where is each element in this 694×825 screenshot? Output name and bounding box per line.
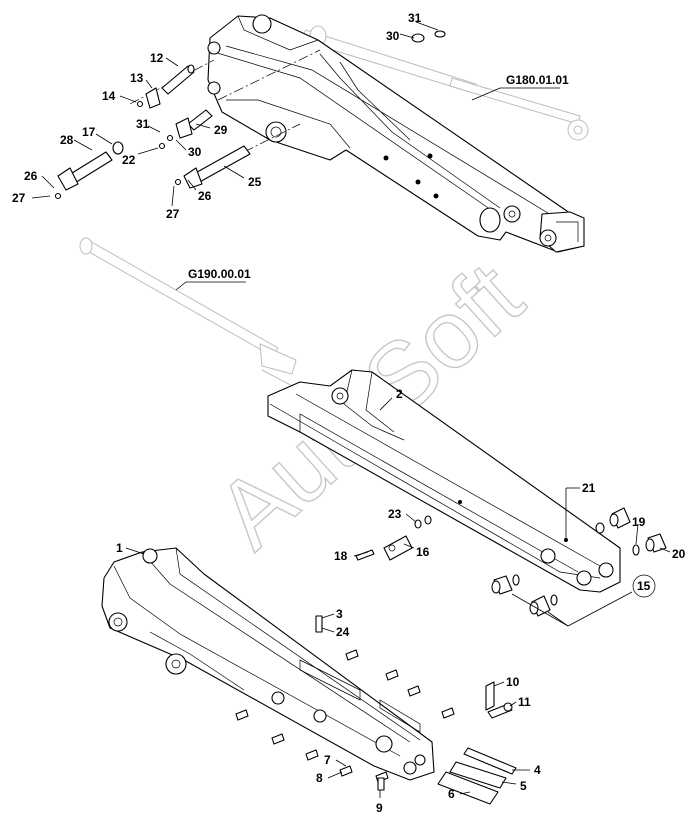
label-16: 16 xyxy=(416,545,430,559)
pin-28 xyxy=(57,151,113,191)
bottom-boom xyxy=(101,547,435,781)
small-washers-top xyxy=(54,100,182,200)
label-29: 29 xyxy=(214,123,228,137)
label-31-top: 31 xyxy=(408,11,422,25)
label-26-left: 26 xyxy=(24,169,38,183)
top-boom xyxy=(207,14,585,253)
label-10: 10 xyxy=(506,675,520,689)
middle-boom-assembly xyxy=(79,237,667,617)
ref-g180: G180.01.01 xyxy=(506,73,569,87)
middle-boom xyxy=(267,369,621,593)
pin-25 xyxy=(183,145,251,189)
label-27-right: 27 xyxy=(166,207,180,221)
washer-19 xyxy=(632,544,640,556)
label-21: 21 xyxy=(582,481,596,495)
label-3: 3 xyxy=(336,607,343,621)
label-13: 13 xyxy=(130,71,144,85)
bracket-13 xyxy=(145,87,161,109)
label-12: 12 xyxy=(150,51,164,65)
top-boom-assembly xyxy=(54,14,589,253)
label-15: 15 xyxy=(637,579,651,593)
leaders-bottom xyxy=(125,547,530,798)
label-18: 18 xyxy=(334,549,348,563)
label-14: 14 xyxy=(102,89,116,103)
label-23: 23 xyxy=(388,507,402,521)
pin-11 xyxy=(487,702,513,719)
label-7: 7 xyxy=(324,753,331,767)
label-5: 5 xyxy=(520,779,527,793)
bush-20 xyxy=(645,533,667,553)
part-labels: 31 30 12 13 14 17 28 31 29 22 30 26 27 2… xyxy=(12,11,686,815)
pin-29 xyxy=(175,109,213,139)
washer-30a xyxy=(411,30,446,43)
leaders-middle xyxy=(175,281,671,627)
bush-15 xyxy=(491,574,558,617)
bush-21 xyxy=(595,507,631,534)
leaders-top xyxy=(31,21,560,207)
label-11: 11 xyxy=(518,695,531,709)
label-1: 1 xyxy=(116,541,123,555)
label-24: 24 xyxy=(336,625,350,639)
label-27-left: 27 xyxy=(12,191,26,205)
label-20: 20 xyxy=(672,547,686,561)
washer-17 xyxy=(112,141,124,155)
washers-23 xyxy=(414,515,432,529)
label-26-right: 26 xyxy=(198,189,212,203)
bottom-boom-assembly xyxy=(101,547,517,805)
label-17: 17 xyxy=(82,125,96,139)
bolt-9 xyxy=(377,777,385,791)
label-9: 9 xyxy=(376,801,383,815)
label-25: 25 xyxy=(248,175,262,189)
label-30-top: 30 xyxy=(386,29,400,43)
wear-pads xyxy=(437,747,517,805)
cylinder-g190 xyxy=(79,237,301,399)
label-30-mid: 30 xyxy=(188,145,202,159)
pin-12 xyxy=(161,64,195,95)
label-2: 2 xyxy=(396,387,403,401)
label-22: 22 xyxy=(122,153,136,167)
ref-g190: G190.00.01 xyxy=(188,267,251,281)
label-8: 8 xyxy=(316,771,323,785)
cylinder-g180 xyxy=(299,25,589,141)
label-6: 6 xyxy=(448,787,455,801)
label-31-mid: 31 xyxy=(136,117,150,131)
label-4: 4 xyxy=(534,763,541,777)
label-19: 19 xyxy=(632,515,646,529)
screw-10 xyxy=(485,681,495,711)
pin-16 xyxy=(383,535,413,561)
label-28: 28 xyxy=(60,133,74,147)
label-15-circle xyxy=(632,574,656,598)
